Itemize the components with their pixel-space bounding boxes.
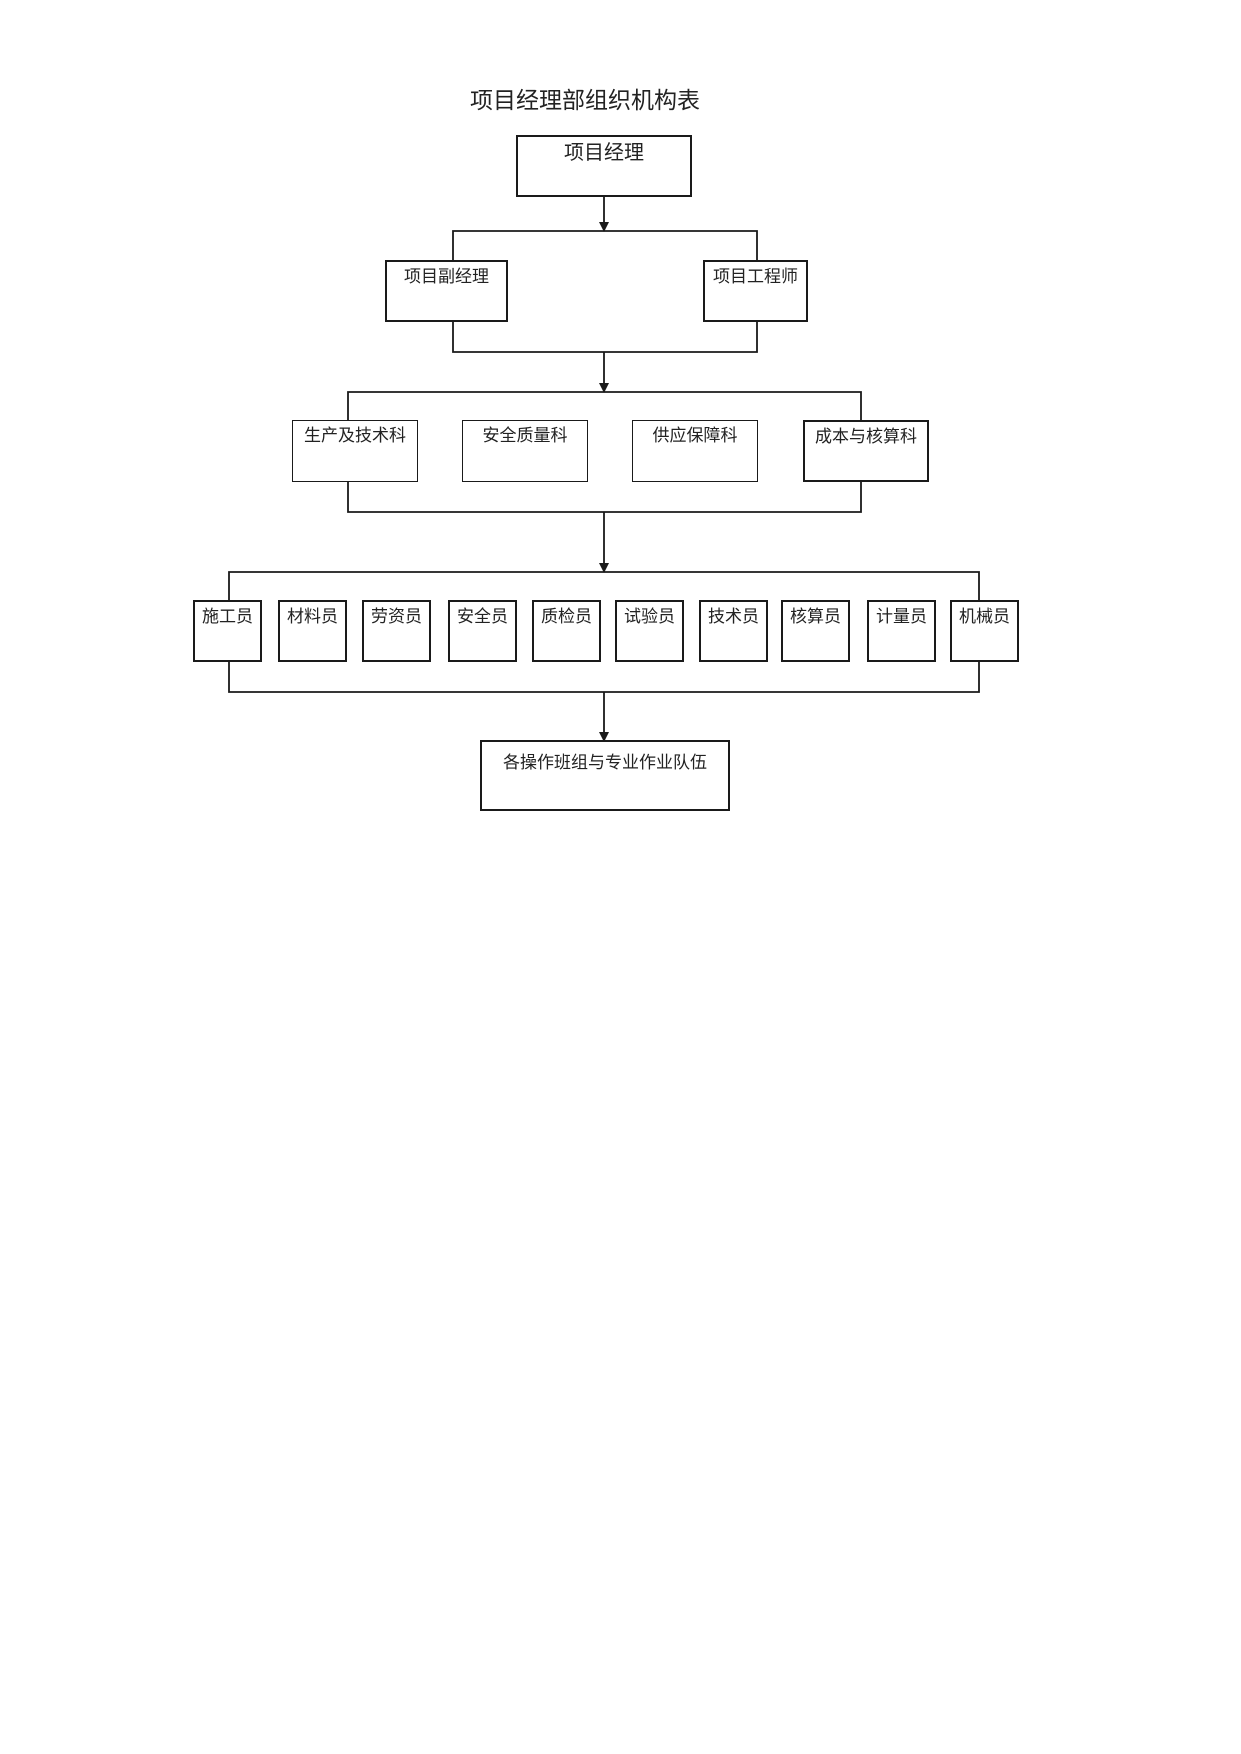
- node-operation-teams: 各操作班组与专业作业队伍: [480, 740, 730, 811]
- node-deputy-manager: 项目副经理: [385, 260, 508, 322]
- node-staff-accounting: 核算员: [781, 600, 850, 662]
- node-staff-labor-wages: 劳资员: [362, 600, 431, 662]
- chart-title: 项目经理部组织机构表: [470, 88, 700, 114]
- node-staff-measurement: 计量员: [867, 600, 936, 662]
- node-staff-construction: 施工员: [193, 600, 262, 662]
- node-project-engineer: 项目工程师: [703, 260, 808, 322]
- node-dept-supply-support: 供应保障科: [632, 420, 758, 482]
- bracket-staff-bottom: [228, 662, 980, 693]
- bracket-deputies-top: [452, 230, 758, 261]
- bracket-staff-top: [228, 571, 980, 601]
- bracket-departments-bottom: [347, 482, 862, 513]
- node-staff-machinery: 机械员: [950, 600, 1019, 662]
- node-project-manager: 项目经理: [516, 135, 692, 197]
- node-staff-safety: 安全员: [448, 600, 517, 662]
- node-dept-safety-quality: 安全质量科: [462, 420, 588, 482]
- node-staff-testing: 试验员: [615, 600, 684, 662]
- node-staff-materials: 材料员: [278, 600, 347, 662]
- node-staff-quality-inspection: 质检员: [532, 600, 601, 662]
- node-dept-production-technology: 生产及技术科: [292, 420, 418, 482]
- bracket-deputies-bottom: [452, 321, 758, 353]
- node-staff-technician: 技术员: [699, 600, 768, 662]
- bracket-departments-top: [347, 391, 862, 421]
- node-dept-cost-accounting: 成本与核算科: [803, 420, 929, 482]
